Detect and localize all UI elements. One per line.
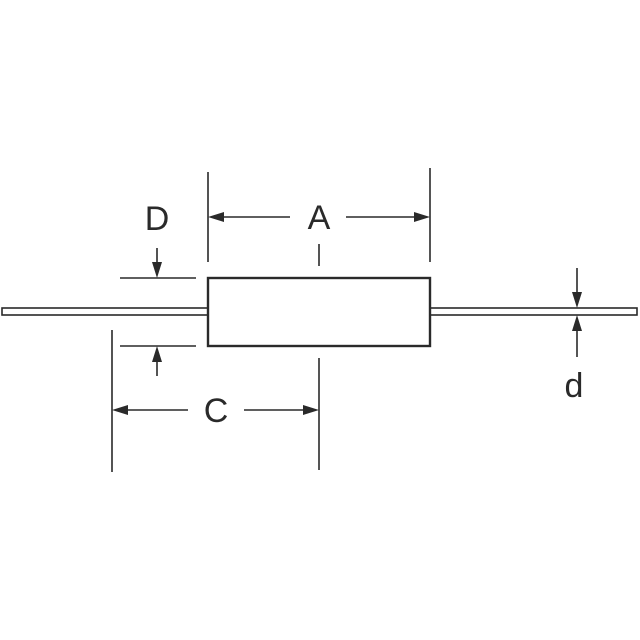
dimension-lead-d-label: d xyxy=(565,367,584,405)
dimension-c-label: C xyxy=(204,392,229,430)
dimension-c-arrow-left xyxy=(112,405,128,415)
dimension-lead-d-arrow-bottom xyxy=(572,315,582,331)
dimension-d-label: D xyxy=(145,200,170,238)
dimension-lead-d-arrow-top xyxy=(572,292,582,308)
dimension-a-arrow-right xyxy=(414,212,430,222)
dimension-a-label: A xyxy=(308,199,331,237)
dimension-d-arrow-top xyxy=(152,262,162,278)
dimension-a-arrow-left xyxy=(208,212,224,222)
dimension-d-arrow-bottom xyxy=(152,346,162,362)
dimension-c-arrow-right xyxy=(303,405,319,415)
component-body xyxy=(206,276,432,348)
left-lead xyxy=(1,307,209,316)
right-lead xyxy=(429,307,638,316)
